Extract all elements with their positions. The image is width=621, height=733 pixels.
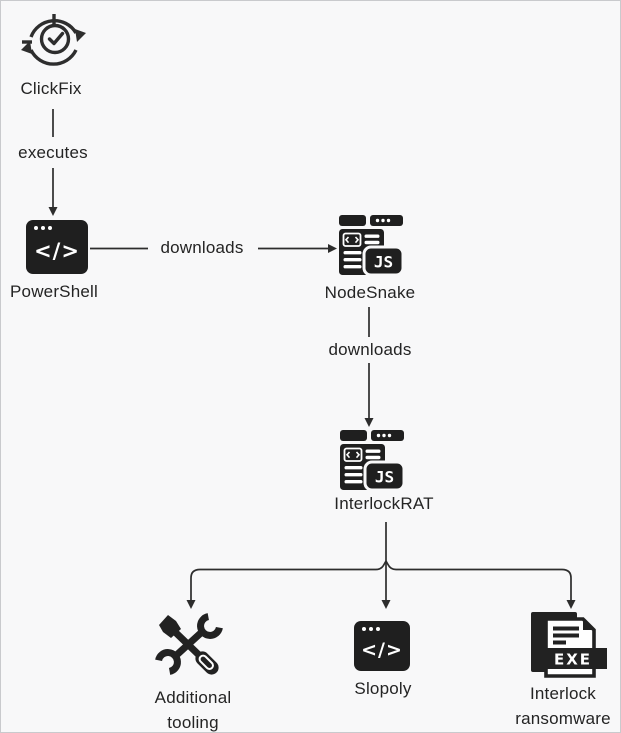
js-app-icon: JS	[340, 430, 405, 492]
label-line-1: Additional	[154, 688, 232, 707]
node-label-clickfix: ClickFix	[20, 79, 82, 98]
code-glyph: </>	[34, 238, 80, 263]
code-window-icon: </>	[26, 220, 88, 274]
exe-file-icon: EXE	[531, 612, 607, 678]
label-line-1: Interlock	[529, 684, 597, 703]
edge-label-downloads-2: downloads	[328, 340, 412, 359]
arrowhead	[381, 600, 391, 609]
exe-badge: EXE	[554, 651, 592, 669]
cycle-check-icon	[21, 14, 86, 66]
edge-label-executes: executes	[18, 143, 88, 162]
node-label-additional-tooling: Additional tooling	[154, 685, 232, 732]
window-dots	[34, 226, 52, 230]
arrowhead	[566, 600, 576, 609]
node-label-interlock-ransomware: Interlock ransomware	[515, 681, 611, 731]
node-label-slopoly: Slopoly	[354, 679, 412, 698]
edge-label-downloads-1: downloads	[160, 238, 244, 257]
arrowhead	[186, 600, 196, 609]
label-line-2: tooling	[167, 713, 219, 732]
arrowhead	[48, 207, 58, 216]
node-label-interlockrat: InterlockRAT	[334, 494, 434, 513]
label-line-2: ransomware	[515, 709, 611, 728]
js-badge: JS	[375, 468, 394, 487]
js-badge: JS	[374, 253, 393, 272]
window-dots	[362, 627, 380, 631]
node-label-nodesnake: NodeSnake	[324, 283, 416, 302]
code-window-icon: </>	[354, 621, 410, 671]
js-app-icon: JS	[339, 215, 404, 277]
tools-icon	[155, 613, 223, 675]
node-label-powershell: PowerShell	[10, 282, 98, 301]
arrowhead	[364, 418, 374, 427]
arrowhead	[328, 244, 337, 253]
code-glyph: </>	[361, 638, 403, 661]
